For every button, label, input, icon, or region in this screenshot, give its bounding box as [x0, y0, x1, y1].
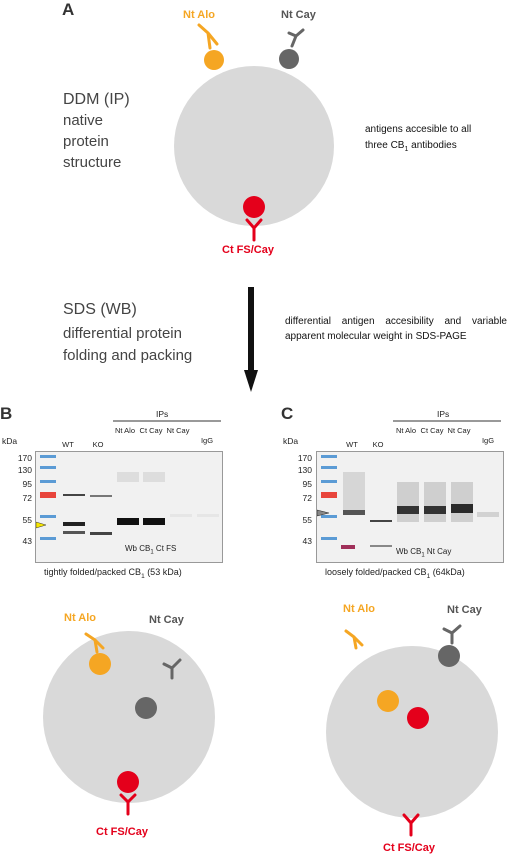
caption-b: tightly folded/packed CB1 (53 kDa)	[44, 567, 182, 580]
kda-label-c: kDa	[283, 436, 299, 446]
marker-b-72: 72	[22, 493, 32, 503]
marker-b-170: 170	[17, 453, 32, 463]
sds-note: differential antigen accesibility and va…	[285, 316, 507, 342]
marker-c-130: 130	[297, 465, 312, 475]
marker-c-55: 55	[302, 515, 312, 525]
marker-b-55: 55	[22, 515, 32, 525]
epitope-nt-alo-c	[377, 690, 399, 712]
antibody-ct-c-icon	[402, 813, 420, 837]
label-b-nt-alo: Nt Alo	[64, 612, 96, 624]
lane-c-nt-cay: Nt Cay	[447, 426, 471, 435]
lane-c-ko: KO	[372, 440, 384, 449]
antibody-ct-icon	[245, 218, 263, 242]
lane-b-nt-alo: Nt Alo	[114, 426, 135, 435]
condition-line-2: protein	[63, 133, 109, 150]
marker-c-43: 43	[302, 536, 312, 546]
label-ct-fs-cay: Ct FS/Cay	[222, 244, 274, 256]
western-blot-c	[316, 451, 504, 563]
lane-b-wt: WT	[62, 440, 74, 449]
lane-b-igg: IgG	[200, 436, 214, 445]
kda-label-b: kDa	[2, 436, 18, 446]
sds-line-1: differential protein	[63, 325, 182, 342]
label-b-ct-fs-cay: Ct FS/Cay	[96, 826, 148, 838]
protein-circle-loose	[326, 646, 498, 818]
panel-a-letter: A	[62, 0, 75, 19]
protein-circle-native	[174, 66, 334, 226]
antibody-nt-alo-c-icon	[344, 629, 364, 650]
transition-arrow	[244, 287, 258, 392]
epitope-ct-b	[117, 771, 139, 793]
panel-b-letter: B	[0, 404, 13, 423]
ips-label-b: IPs	[156, 409, 169, 419]
lane-c-nt-alo: Nt Alo	[395, 426, 416, 435]
marker-c-95: 95	[302, 479, 312, 489]
wb-label-b: Wb CB1 Ct FS	[125, 544, 177, 556]
antibody-nt-cay-b-icon	[162, 658, 182, 680]
antibody-nt-cay-icon	[287, 28, 305, 48]
accessibility-note-line1: antigens accesible to all	[365, 124, 472, 135]
lane-c-wt: WT	[346, 440, 358, 449]
caption-c: loosely folded/packed CB1 (64kDa)	[325, 567, 465, 580]
condition-title-ddm: DDM (IP)	[63, 91, 130, 108]
epitope-ct	[243, 196, 265, 218]
lane-b-nt-cay: Nt Cay	[166, 426, 190, 435]
accessibility-note-line2: three CB1 antibodies	[365, 140, 457, 153]
label-b-nt-cay: Nt Cay	[149, 614, 184, 626]
epitope-ct-c	[407, 707, 429, 729]
marker-c-72: 72	[302, 493, 312, 503]
marker-b-43: 43	[22, 536, 32, 546]
blot-b-bands	[36, 455, 219, 540]
condition-line-1: native	[63, 112, 104, 129]
panel-c-letter: C	[281, 404, 294, 423]
label-c-ct-fs-cay: Ct FS/Cay	[383, 842, 435, 854]
epitope-nt-alo-b	[89, 653, 111, 675]
western-blot-b	[35, 451, 223, 563]
label-nt-alo: Nt Alo	[183, 9, 215, 21]
lane-b-ct-cay: Ct Cay	[139, 426, 163, 435]
marker-b-130: 130	[17, 465, 32, 475]
antibody-nt-alo-b-icon	[84, 632, 105, 654]
wb-label-c: Wb CB1 Nt Cay	[396, 547, 452, 559]
epitope-nt-alo	[204, 50, 224, 70]
condition-line-3: structure	[63, 154, 122, 171]
sds-line-2: folding and packing	[63, 347, 193, 364]
lane-b-ko: KO	[92, 440, 104, 449]
label-c-nt-cay: Nt Cay	[447, 604, 482, 616]
epitope-nt-cay	[279, 49, 299, 69]
label-c-nt-alo: Nt Alo	[343, 603, 375, 615]
antibody-nt-cay-c-icon	[442, 624, 462, 645]
marker-c-170: 170	[297, 453, 312, 463]
ips-label-c: IPs	[437, 409, 450, 419]
lane-c-igg: IgG	[481, 436, 495, 445]
antibody-ct-b-icon	[119, 793, 137, 816]
label-nt-cay: Nt Cay	[281, 9, 316, 21]
epitope-nt-cay-b	[135, 697, 157, 719]
marker-b-95: 95	[22, 479, 32, 489]
epitope-nt-cay-c	[438, 645, 460, 667]
antibody-nt-alo-icon	[197, 23, 219, 50]
lane-c-ct-cay: Ct Cay	[420, 426, 444, 435]
blot-c-bands	[317, 455, 499, 549]
sds-title: SDS (WB)	[63, 301, 137, 318]
